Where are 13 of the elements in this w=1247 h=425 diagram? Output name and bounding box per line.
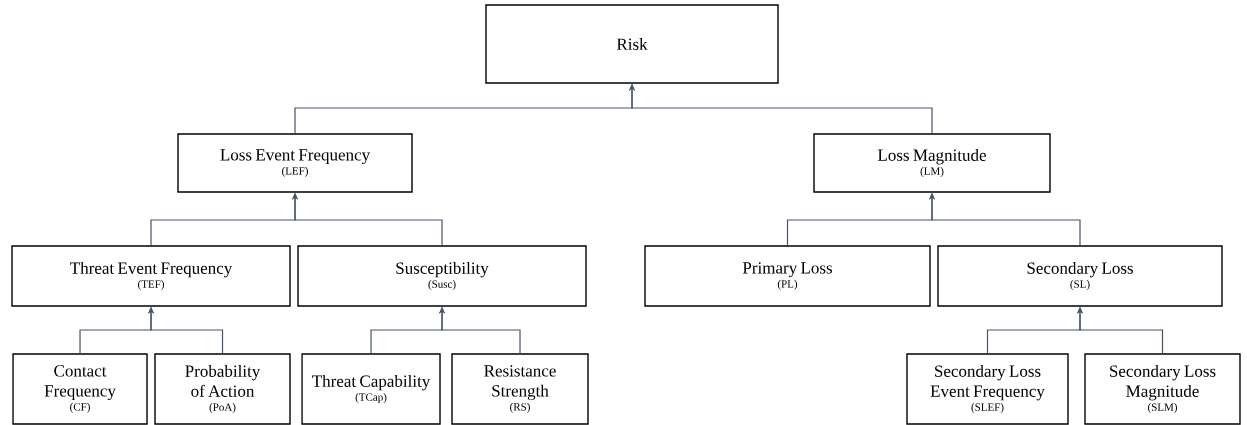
box: Probability of Action (PoA) — [154, 353, 291, 425]
box: Resistance Strength (RS) — [451, 353, 589, 425]
box: Risk — [485, 4, 779, 84]
box: Threat Event Frequency (TEF) — [11, 245, 291, 307]
box: Secondary Loss Magnitude (SLM) — [1084, 353, 1241, 425]
box: Contact Frequency (CF) — [12, 353, 148, 425]
box: Secondary Loss (SL) — [937, 245, 1223, 307]
box: Secondary Loss Event Frequency (SLEF) — [906, 353, 1069, 425]
box: Loss Magnitude (LM) — [813, 133, 1051, 193]
box: Threat Capability (TCap) — [301, 353, 441, 425]
box: Susceptibility (Susc) — [297, 245, 587, 307]
box: Loss Event Frequency (LEF) — [177, 133, 413, 193]
box: Primary Loss (PL) — [644, 245, 931, 307]
